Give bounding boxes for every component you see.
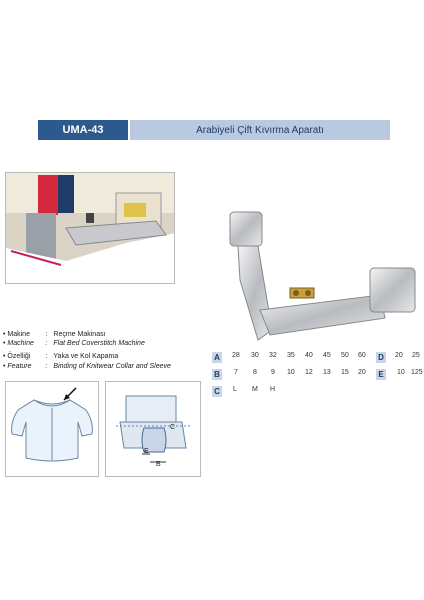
model-code: UMA-43 <box>38 120 128 140</box>
spec-feature-tr: • Özelliği:Yaka ve Kol Kapama <box>3 353 119 360</box>
label-e: E <box>144 448 149 455</box>
label-b: B <box>156 461 161 468</box>
row-label-a: A <box>212 352 222 363</box>
product-image <box>200 200 420 350</box>
spec-machine-en: • Machine:Flat Bed Coverstitch Machine <box>3 340 145 347</box>
table-row-a: A 28 30 32 35 40 45 50 60 D 20 25 <box>212 350 424 367</box>
machine-photo <box>5 172 175 284</box>
row-label-b: B <box>212 369 222 380</box>
cross-section-diagram: C E B <box>105 381 201 477</box>
product-title: Arabiyeli Çift Kıvırma Aparatı <box>130 120 390 140</box>
table-row-b: B 7 8 9 10 12 13 15 20 E 10 125 <box>212 367 424 384</box>
dimension-table: A 28 30 32 35 40 45 50 60 D 20 25 B 7 8 … <box>212 350 424 401</box>
row-label-d: D <box>376 352 386 363</box>
garment-drawing <box>5 381 99 477</box>
table-row-c: C L M H <box>212 384 424 401</box>
row-label-e: E <box>376 369 386 380</box>
row-label-c: C <box>212 386 222 397</box>
label-c: C <box>170 424 176 431</box>
spec-feature-en: • Feature:Binding of Knitwear Collar and… <box>3 363 171 370</box>
spec-machine-tr: • Makine:Reçme Makinası <box>3 331 106 338</box>
